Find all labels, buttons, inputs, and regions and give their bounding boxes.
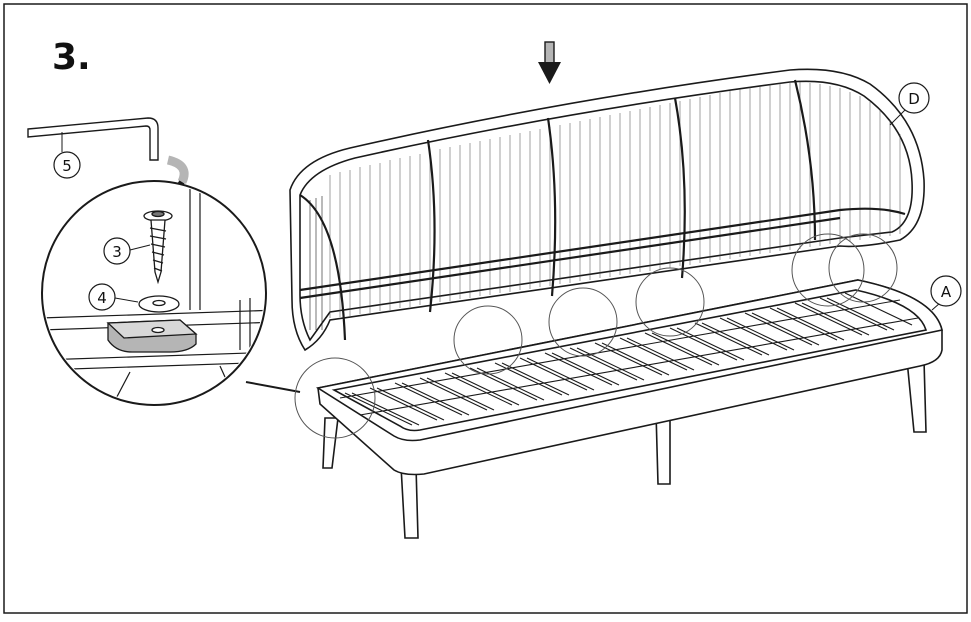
down-arrow-icon [538,41,561,84]
screw-icon [143,210,173,285]
callout-label-d: D [908,90,920,108]
backrest-verticals [329,82,901,318]
allen-key-icon [27,117,159,161]
step-number: 3. [52,37,91,78]
attachment-point-circles [294,233,898,439]
sofa-backrest [289,68,925,352]
washer-icon [138,295,180,313]
backrest-frame-bars [299,79,906,341]
detail-magnifier [41,180,301,406]
callout-label-3: 3 [112,243,122,261]
seat-slats [339,292,919,426]
diagram-border [3,3,968,614]
callout-label-a: A [941,283,952,301]
callout-label-4: 4 [97,289,107,307]
sofa-seat-frame [315,279,943,539]
callout-label-5: 5 [62,157,72,175]
bracket-icon [106,319,198,353]
backrest-weave [309,196,323,330]
